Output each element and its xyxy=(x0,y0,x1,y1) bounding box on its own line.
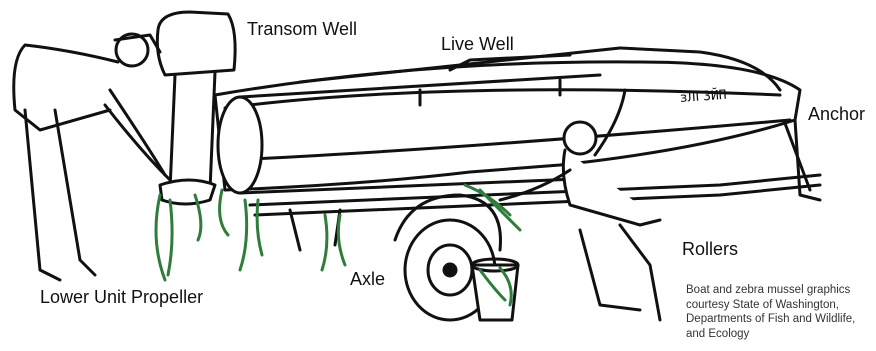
credit-line-2: courtesy State of Washington, xyxy=(686,298,855,313)
label-lower-unit-propeller: Lower Unit Propeller xyxy=(40,288,203,306)
credit-line-1: Boat and zebra mussel graphics xyxy=(686,283,855,298)
hull-registration: зЛГЗЙП xyxy=(679,87,727,106)
label-axle: Axle xyxy=(350,270,385,288)
label-anchor: Anchor xyxy=(808,105,865,123)
credit-line-4: and Ecology xyxy=(686,327,855,342)
man-left xyxy=(14,34,170,280)
label-transom-well: Transom Well xyxy=(247,20,357,38)
image-credit: Boat and zebra mussel graphics courtesy … xyxy=(686,283,855,341)
boat-hull xyxy=(215,48,800,190)
credit-line-3: Departments of Fish and Wildlife, xyxy=(686,312,855,327)
label-rollers: Rollers xyxy=(682,240,738,258)
label-live-well: Live Well xyxy=(441,35,514,53)
